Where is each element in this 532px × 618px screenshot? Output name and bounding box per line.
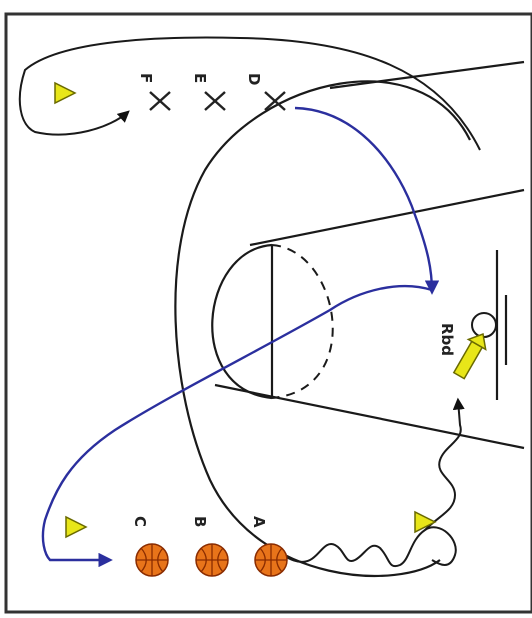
- lane-bottom-line: [214, 383, 525, 450]
- free-throw-circle-back: [211, 243, 273, 400]
- cone-top-left: [54, 81, 77, 105]
- cut-path-top: [18, 36, 481, 151]
- player-c: C: [131, 516, 169, 577]
- cone-bottom-left: [65, 515, 88, 539]
- basketball-icon: [254, 543, 288, 577]
- free-throw-circle-dashed: [271, 244, 334, 399]
- basketball-icon: [195, 543, 229, 577]
- player-f-label: F: [137, 73, 155, 83]
- player-b-label: B: [191, 516, 209, 527]
- cone-bottom-right: [414, 510, 437, 534]
- x-mark-icon: [264, 91, 286, 111]
- player-b: B: [191, 516, 229, 577]
- x-mark-icon: [149, 91, 171, 111]
- pass-path-d: [294, 106, 440, 295]
- bottom-players: C B A: [131, 516, 288, 577]
- player-c-label: C: [131, 516, 149, 527]
- sideline-top: [329, 60, 525, 90]
- player-d-label: D: [245, 73, 263, 85]
- basketball-icon: [135, 543, 169, 577]
- rim: [471, 312, 497, 338]
- diagram-frame: [4, 12, 532, 614]
- player-e: E: [191, 73, 226, 111]
- cone-near-basket: [452, 333, 487, 380]
- lane-top-line: [249, 188, 525, 247]
- pass-path-rebound: [41, 284, 433, 568]
- rebound-spot-label: Rbd: [438, 323, 456, 356]
- player-e-label: E: [191, 73, 209, 83]
- player-d: D: [245, 73, 286, 111]
- court: [174, 60, 525, 578]
- dribble-path: [269, 526, 457, 568]
- player-a-label: A: [250, 516, 268, 528]
- x-mark-icon: [204, 91, 226, 111]
- player-f: F: [137, 73, 171, 111]
- top-players: F E D: [137, 73, 286, 111]
- dribble-path-up: [424, 397, 465, 531]
- three-point-arc: [174, 80, 471, 578]
- player-a: A: [250, 516, 288, 577]
